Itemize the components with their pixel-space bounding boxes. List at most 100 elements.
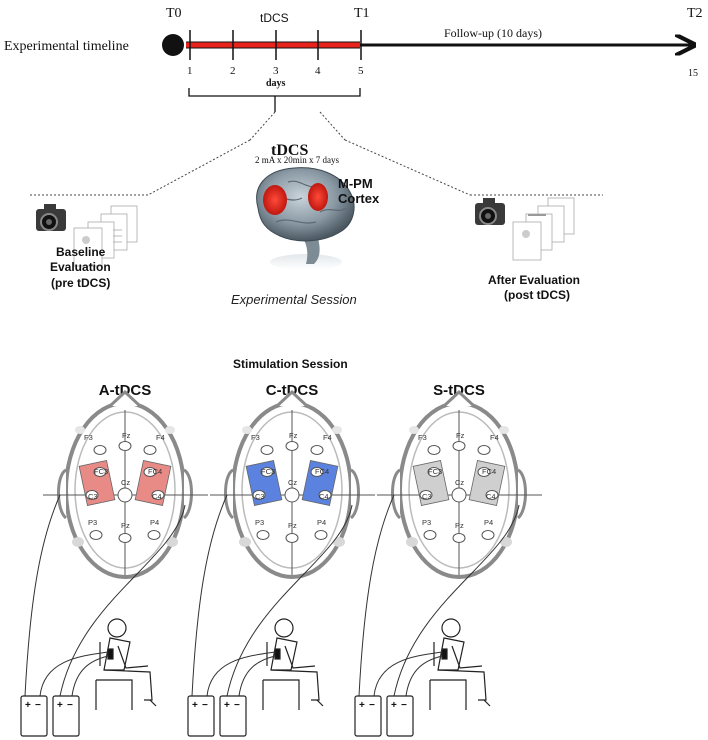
electrode-label-c3: C3 [255, 492, 265, 501]
shade-blob [406, 537, 418, 547]
shade-blob [239, 537, 251, 547]
ear-right [349, 468, 360, 520]
electrode-fc3 [427, 467, 441, 477]
electrode-label-fc3: FC3 [94, 467, 108, 476]
battery-minus: − [369, 700, 375, 711]
electrode-label-fz: Fz [456, 431, 465, 440]
shade-blob [72, 537, 84, 547]
camera-icon-left [36, 204, 66, 231]
electrode-p4 [147, 530, 161, 540]
battery: +− [20, 695, 48, 737]
electrode-fc3 [260, 467, 274, 477]
electrode-c4 [151, 490, 165, 500]
nose [108, 389, 142, 408]
electrode-label-pz: Pz [121, 521, 130, 530]
electrode-label-c4: C4 [486, 492, 496, 501]
electrode-c4 [318, 490, 332, 500]
electrode-cz [451, 487, 467, 503]
electrode-label-fz: Fz [122, 431, 131, 440]
electrode-label-c4: C4 [319, 492, 329, 501]
stimulation-spot-left [263, 185, 287, 215]
electrode-pz [285, 533, 299, 543]
experimental-timeline: Experimental timeline T0 T1 T2 tDCS 1 2 … [4, 6, 703, 112]
electrode-fz [285, 441, 299, 451]
seated-subject [262, 618, 324, 710]
electrode-f3 [427, 445, 441, 455]
ear-right [516, 468, 527, 520]
electrode-label-p4: P4 [317, 518, 326, 527]
battery: +− [187, 695, 215, 737]
battery-minus: − [202, 700, 208, 711]
electrode-label-f4: F4 [323, 433, 332, 442]
day-label-5: 5 [358, 65, 364, 77]
baseline-label-line2: Evaluation [50, 260, 111, 274]
electrode-p4 [314, 530, 328, 540]
shade-blob [409, 426, 419, 434]
electrode-c3 [419, 490, 433, 500]
electrode-label-p4: P4 [484, 518, 493, 527]
electrode-cables [358, 494, 520, 697]
after-label-line2: (post tDCS) [504, 288, 570, 302]
electrode-fc4 [310, 467, 324, 477]
electrode-label-c3: C3 [88, 492, 98, 501]
electrode-label-fz: Fz [289, 431, 298, 440]
electrode-label-fc4: FC4 [148, 467, 162, 476]
electrode-f4 [143, 445, 157, 455]
battery-minus: − [35, 700, 41, 711]
electrode-label-p4: P4 [150, 518, 159, 527]
electrode-label-pz: Pz [288, 521, 297, 530]
shade-blob [242, 426, 252, 434]
electrode-label-cz: Cz [121, 478, 130, 487]
electrode-p3 [256, 530, 270, 540]
electrode-c3 [85, 490, 99, 500]
electrode-cables [24, 494, 186, 697]
shade-blob [332, 426, 342, 434]
electrode-pz [118, 533, 132, 543]
electrode-c3 [252, 490, 266, 500]
shade-blob [500, 537, 512, 547]
nose [442, 389, 476, 408]
electrode-label-c4: C4 [152, 492, 162, 501]
battery-minus: − [234, 700, 240, 711]
stimulation-spot-right [308, 183, 328, 211]
t1-label: T1 [354, 6, 370, 21]
electrode-fc3 [93, 467, 107, 477]
follow-up-label: Follow-up (10 days) [444, 26, 542, 40]
electrode-label-cz: Cz [455, 478, 464, 487]
day-label-3: 3 [273, 65, 279, 77]
electrode-cz [284, 487, 300, 503]
shade-blob [166, 537, 178, 547]
electrode-label-fc3: FC3 [428, 467, 442, 476]
electrode-label-p3: P3 [88, 518, 97, 527]
days-label: days [266, 78, 286, 89]
electrode-label-c3: C3 [422, 492, 432, 501]
shade-blob [165, 426, 175, 434]
battery-plus: + [25, 700, 31, 711]
t2-day-label: 15 [688, 68, 698, 79]
electrode-p3 [423, 530, 437, 540]
panel-c-tdcs: C-tDCSFzF3F4FC3FC4C3CzC4P3PzP4+−+− [187, 382, 375, 737]
timeline-label: Experimental timeline [4, 39, 129, 54]
battery: +− [219, 695, 247, 737]
day-label-4: 4 [315, 65, 321, 77]
ear-left [57, 468, 68, 520]
panel-s-tdcs: S-tDCSFzF3F4FC3FC4C3CzC4P3PzP4+−+− [354, 382, 542, 737]
battery-plus: + [359, 700, 365, 711]
electrode-label-p3: P3 [422, 518, 431, 527]
electrode-label-f4: F4 [490, 433, 499, 442]
battery-minus: − [401, 700, 407, 711]
cortex-label-line1: M-PM [338, 176, 373, 191]
baseline-label-line1: Baseline [56, 245, 106, 259]
electrode-p3 [89, 530, 103, 540]
shade-blob [499, 426, 509, 434]
electrode-f4 [310, 445, 324, 455]
electrode-label-f3: F3 [84, 433, 93, 442]
session-title: tDCS [271, 142, 308, 159]
battery: +− [354, 695, 382, 737]
shade-blob [75, 426, 85, 434]
battery-plus: + [224, 700, 230, 711]
electrode-f3 [93, 445, 107, 455]
battery-plus: + [391, 700, 397, 711]
electrode-f3 [260, 445, 274, 455]
